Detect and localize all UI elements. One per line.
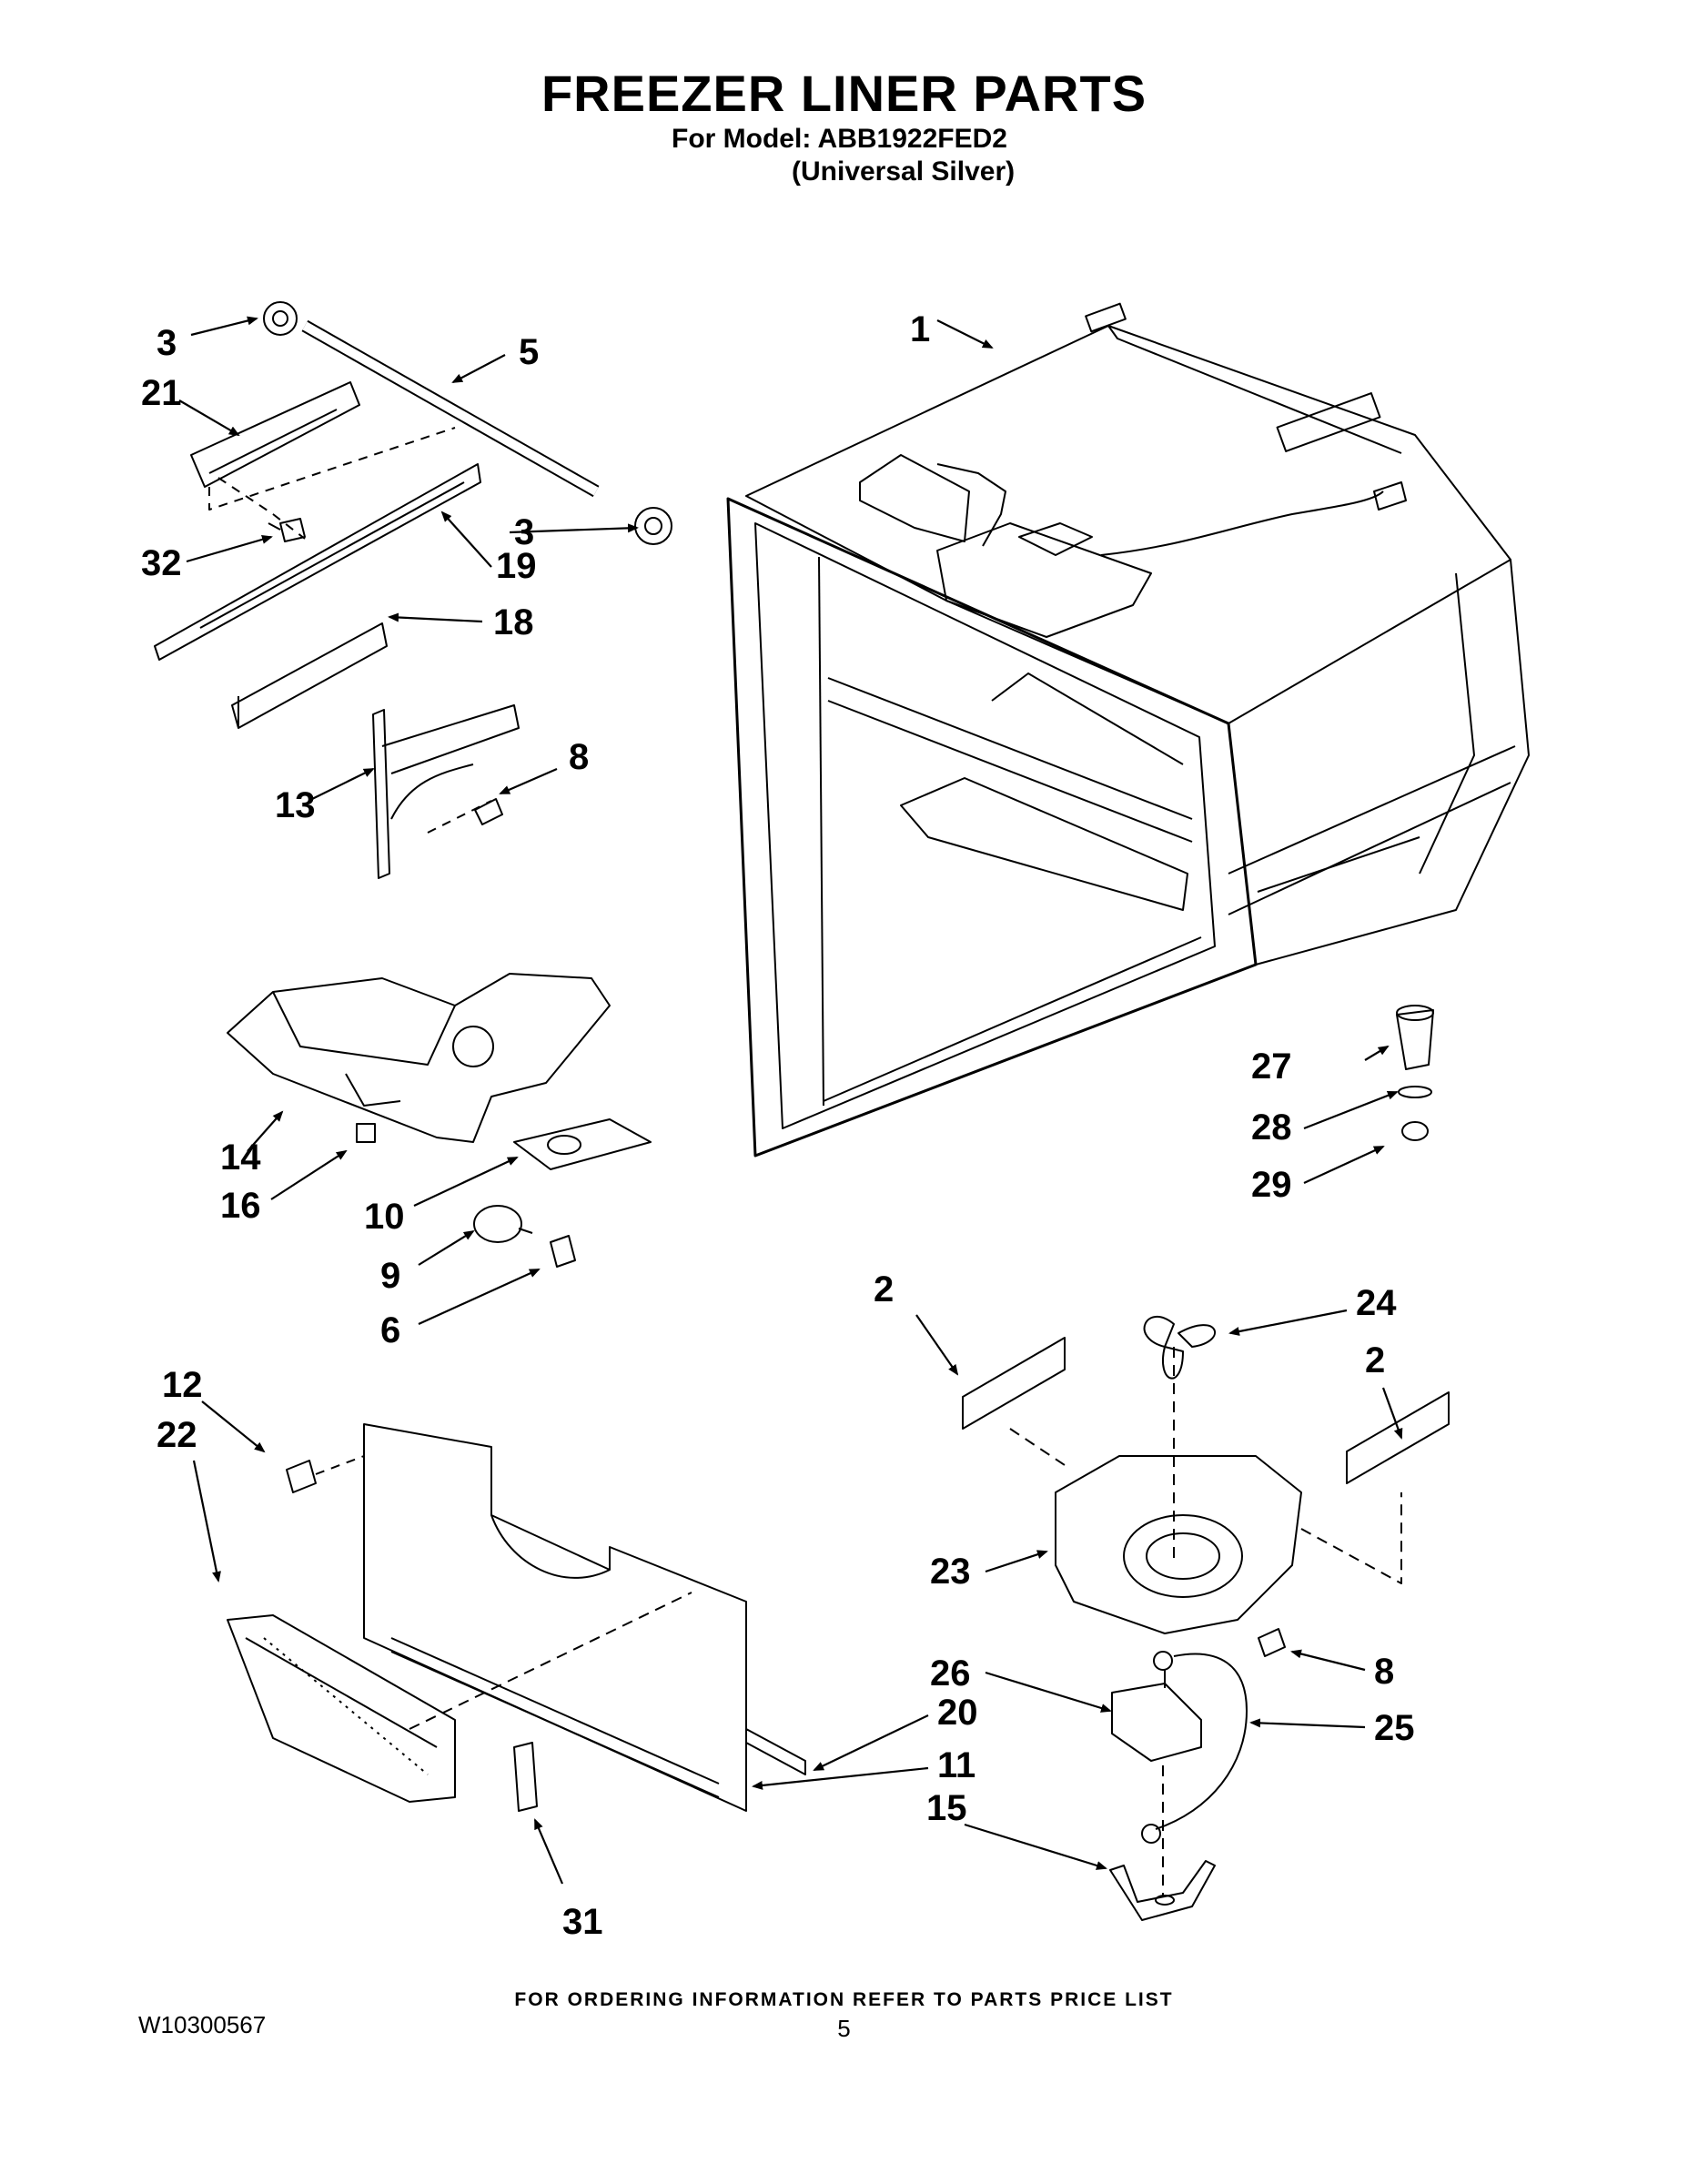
callout-26: 26 [930, 1653, 971, 1694]
callout-20: 20 [937, 1693, 978, 1733]
callout-25: 25 [1374, 1708, 1415, 1748]
callout-15: 15 [926, 1788, 967, 1828]
callout-12: 12 [162, 1365, 203, 1405]
page-title: FREEZER LINER PARTS [541, 65, 1147, 122]
callout-19: 19 [496, 546, 537, 586]
callout-32: 32 [141, 543, 182, 583]
callout-24: 24 [1356, 1283, 1397, 1323]
callout-2-right: 2 [1365, 1340, 1385, 1380]
callout-14: 14 [220, 1138, 261, 1178]
callout-29: 29 [1251, 1165, 1292, 1205]
callout-1: 1 [910, 309, 930, 349]
callout-18: 18 [493, 602, 534, 642]
document-number: W10300567 [138, 2011, 267, 2038]
callout-22: 22 [157, 1415, 197, 1455]
callout-5: 5 [519, 332, 539, 372]
callout-labels: 1 2 2 3 3 5 6 8 8 9 10 11 12 13 14 15 16… [141, 309, 1415, 1942]
callout-6: 6 [380, 1310, 400, 1350]
callout-10: 10 [364, 1197, 405, 1237]
callout-8-lower: 8 [1374, 1652, 1394, 1692]
callout-21: 21 [141, 373, 182, 413]
page-number: 5 [837, 2015, 851, 2042]
callout-11: 11 [937, 1745, 975, 1785]
callout-13: 13 [275, 785, 316, 825]
callout-8-upper: 8 [569, 737, 589, 777]
callout-9: 9 [380, 1256, 400, 1296]
callout-27: 27 [1251, 1046, 1292, 1087]
callout-28: 28 [1251, 1107, 1292, 1148]
model-line: For Model: ABB1922FED2 [672, 124, 1007, 154]
callout-16: 16 [220, 1186, 261, 1226]
ordering-note: FOR ORDERING INFORMATION REFER TO PARTS … [514, 1989, 1174, 2010]
callout-31: 31 [562, 1902, 603, 1942]
callout-3-right: 3 [514, 512, 534, 552]
callout-23: 23 [930, 1552, 971, 1592]
freezer-liner [726, 302, 1530, 1158]
callout-2-left: 2 [874, 1269, 894, 1309]
callout-3-top: 3 [157, 323, 177, 363]
color-line: (Universal Silver) [792, 157, 1016, 187]
